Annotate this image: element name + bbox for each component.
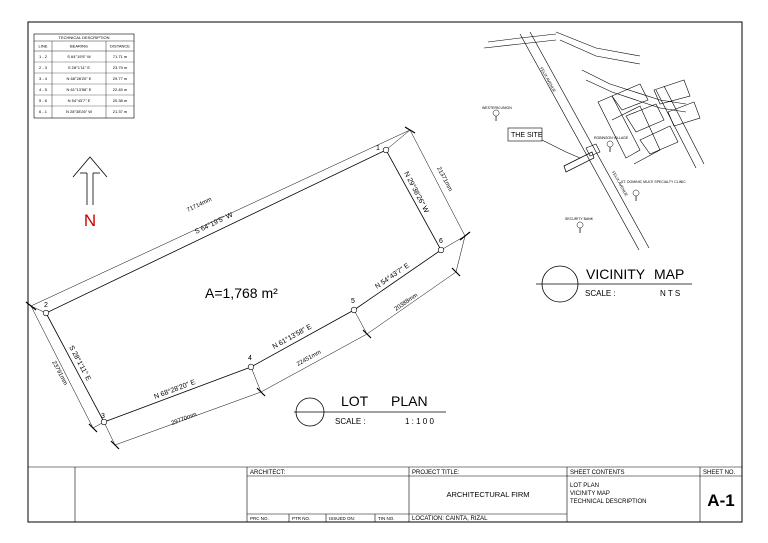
title-block [28, 466, 742, 522]
table-cell: 20.38 m [113, 98, 128, 103]
bearing-label: N 54°43'7" E [374, 261, 411, 290]
project-title-label: PROJECT TITLE: [412, 470, 460, 476]
location: LOCATION: CAINTA, RIZAL [412, 516, 488, 522]
lot-plan-title-right: PLAN [391, 393, 428, 409]
table-cell: 4 - 5 [39, 87, 48, 92]
project-name: ARCHITECTURAL FIRM [446, 490, 529, 499]
north-label: N [84, 211, 96, 230]
table-cell: 2 - 3 [39, 65, 48, 70]
point-label: 5 [351, 298, 355, 305]
technical-description-table: TECHNICAL DESCRIPTION LINE BEARING DISTA… [33, 33, 135, 119]
table-cell: N 54°43'7" E [68, 98, 91, 103]
sheet-border [27, 21, 743, 523]
table-cell: 1 - 2 [39, 54, 48, 59]
table-cell: N 61°13'58" E [67, 87, 92, 92]
point-label: 3 [101, 413, 105, 420]
table-header-distance: DISTANCE [110, 44, 130, 49]
table-title: TECHNICAL DESCRIPTION [59, 35, 110, 40]
vicinity-scale-label: SCALE : [585, 289, 616, 298]
lot-plan-scale-value: 1 : 1 0 0 [405, 417, 434, 426]
bearing-label: N 61°13'58" E [271, 322, 313, 350]
sheet-contents-label: SHEET CONTENTS [570, 470, 625, 476]
issued-label: ISSUED ON: [329, 516, 355, 521]
corner-point [350, 306, 358, 314]
poi-label: WESTERN UNION [482, 106, 512, 110]
bearing-label: N 29°38'26" W [402, 170, 430, 214]
sheet-content-item: VICINITY MAP [570, 491, 610, 497]
tin-label: TIN NO. [378, 516, 395, 521]
sheet-content-item: LOT PLAN [570, 483, 599, 489]
site-label-box [507, 127, 543, 142]
table-header-bearing: BEARING [70, 44, 88, 49]
corner-point [100, 418, 108, 426]
table-cell: 21.37 m [113, 109, 128, 114]
corner-point [437, 246, 445, 254]
corner-point [247, 363, 255, 371]
sheet-content-item: TECHNICAL DESCRIPTION [570, 499, 646, 505]
corner-point [382, 146, 390, 154]
table-cell: 5 - 6 [39, 98, 48, 103]
poi-label: SECURITY BANK [565, 217, 594, 221]
table-cell: S 64°19'5" W [67, 54, 91, 59]
table-cell: 29.77 m [113, 76, 128, 81]
road-label: FELIX AVENUE [539, 66, 557, 93]
dimension-label: 21371mm [435, 166, 453, 192]
lot-area: A=1,768 m² [205, 285, 278, 301]
table-cell: S 28°1'11" E [68, 65, 91, 70]
point-label: 4 [248, 355, 252, 362]
poi-label: ST. DOMINIC MULTI SPECIALTY CLINIC [621, 180, 686, 184]
prc-label: PRC NO. [250, 516, 269, 521]
table-cell: 71.71 m [113, 54, 128, 59]
architect-label: ARCHITECT: [250, 470, 286, 476]
location-pin-icon [492, 109, 640, 234]
point-label: 1 [376, 145, 380, 152]
dimension-label: 20388mm [394, 293, 419, 313]
corner-point [42, 309, 50, 317]
table-cell: 3 - 4 [39, 76, 48, 81]
table-cell: N 28°38'26" W [66, 109, 92, 114]
point-label: 6 [439, 238, 443, 245]
vicinity-scale-value: N T S [660, 289, 680, 298]
vicinity-title-right: MAP [654, 266, 684, 282]
table-header-line: LINE [39, 44, 48, 49]
dimension-label: 22451mm [296, 350, 322, 368]
dimension-label: 29770mm [171, 412, 198, 427]
table-cell: 22.45 m [113, 87, 128, 92]
dimension-label: 71714mm [186, 197, 213, 214]
site-label: THE SITE [511, 132, 543, 139]
table-cell: 6 - 1 [39, 109, 48, 114]
sheet-no: A-1 [707, 491, 734, 510]
north-arrow-icon [72, 156, 108, 205]
poi-label: ROBINSON VILLAGE [594, 136, 629, 140]
vicinity-map [483, 31, 705, 251]
bearing-label: S 64°19'5" W [193, 211, 234, 236]
sheet-no-label: SHEET NO. [703, 470, 736, 476]
lot-plan-scale-label: SCALE : [335, 417, 366, 426]
table-cell: N 68°28'20" E [67, 76, 92, 81]
point-label: 2 [44, 302, 48, 309]
lot-plan-title-left: LOT [341, 393, 369, 409]
table-cell: 23.79 m [113, 65, 128, 70]
ptr-label: PTR NO. [292, 516, 310, 521]
vicinity-title-left: VICINITY [586, 266, 646, 282]
